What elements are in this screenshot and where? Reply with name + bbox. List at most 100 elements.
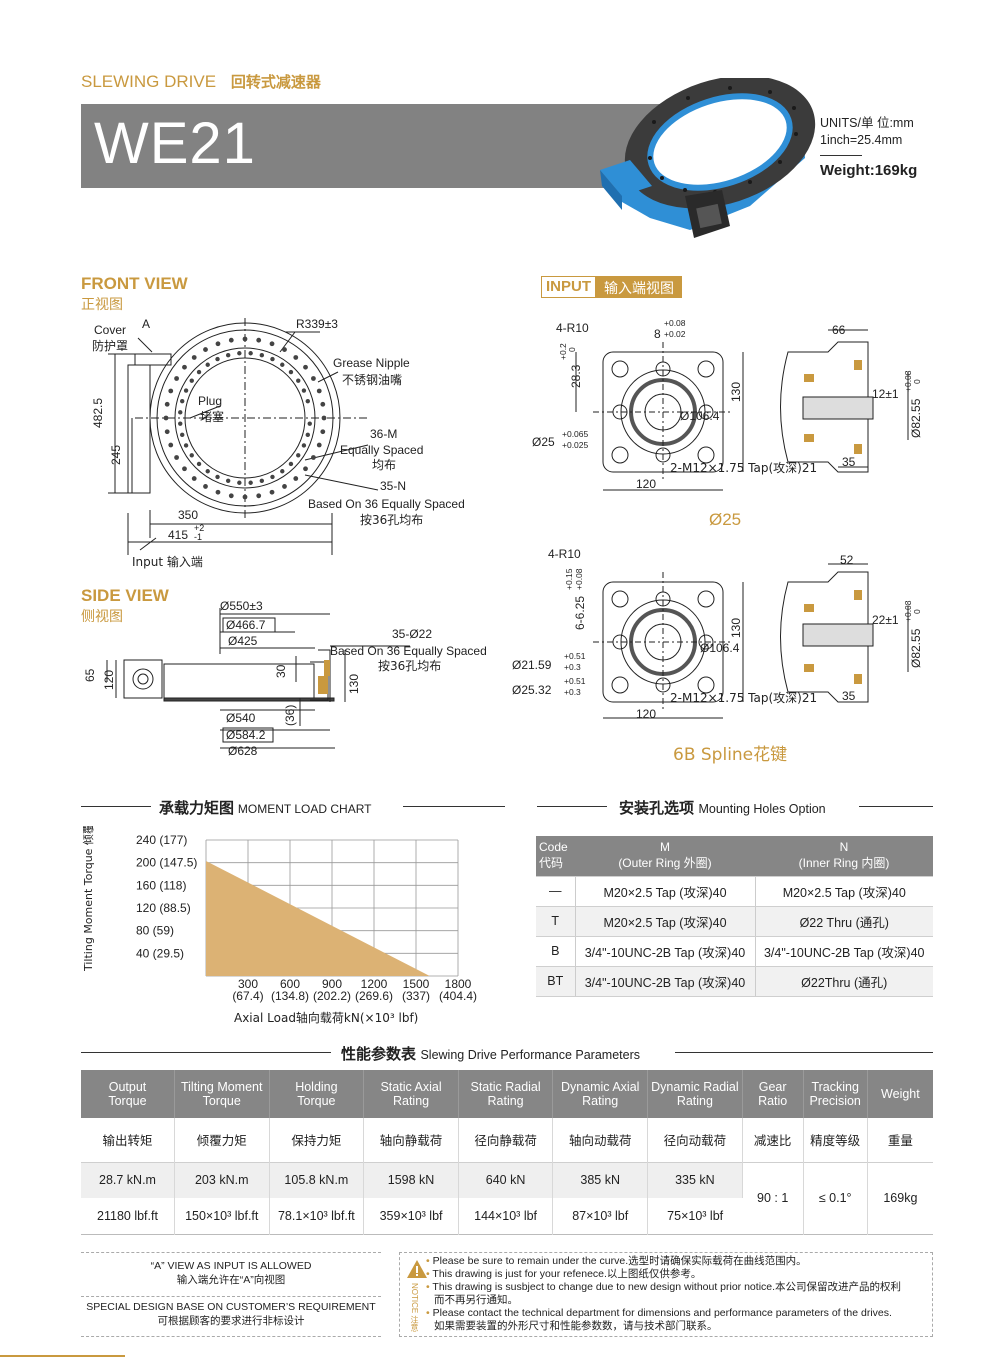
model-title: WE21 [94,111,256,176]
cover-label-cn: 防护罩 [92,338,128,353]
notice-item: • Please be sure to remain under the cur… [426,1255,807,1267]
chart-x-tick-alt: (67.4) [232,989,263,1003]
chart-x-tick-alt: (269.6) [355,989,393,1003]
s25-d25-up: +0.065 [562,429,589,439]
sp-d82-up: +0.08 [903,600,913,622]
inner-bolt-hole [215,356,220,362]
perf-header-en: Output Torque [81,1070,175,1118]
input-view-title-cn: 输入端视图 [596,276,682,298]
chart-x-tick-alt: (134.8) [271,989,309,1003]
perf-header-cn: 径向动载荷 [647,1118,743,1162]
notice-text: 而不再另行通知。 [434,1294,518,1306]
dim-415: 415 [168,528,188,542]
side-view-title: SIDE VIEW [81,586,169,605]
notice-item: 而不再另行通知。 [426,1294,901,1307]
based36-label: Based On 36 Equally Spaced [308,497,465,511]
inner-bolt-hole [259,478,265,483]
dim-d584: Ø584.2 [226,728,266,742]
inner-bolt-hole [205,469,210,474]
sp-h6-dn: +0.08 [574,568,584,590]
holes-col-n-label: N [839,840,849,855]
outer-bolt-hole [282,347,287,352]
chart-x-tick: 1800 [445,977,472,991]
inner-bolt-hole [196,369,202,375]
perf-value-imperial: 359×10³ lbf [363,1198,459,1234]
outer-bolt-hole [293,355,299,360]
sp-r4: 4-R10 [548,547,581,561]
hole-n: 3/4"-10UNC-2B Tap (攻深)40 [755,936,933,967]
outer-bolt-hole [182,466,187,472]
side-based-label: Based On 36 Equally Spaced [330,644,487,658]
s25-d82-dn: 0 [912,379,922,384]
outer-bolt-hole [256,493,262,499]
outer-bolt-hole [164,429,170,435]
chart-y-tick: 160 (118) [136,878,186,892]
dim-350: 350 [178,508,198,522]
n35-label: 35-N [380,479,406,493]
perf-value-metric: 385 kN [552,1162,649,1198]
s25-h28-dn: 0 [567,347,577,352]
inner-bolt-hole [280,469,285,474]
warning-icon [407,1260,427,1278]
perf-value-imperial: 144×10³ lbf [458,1198,554,1234]
hole-code: BT [536,966,575,997]
inch-label: 1inch=25.4mm [820,133,903,147]
inner-bolt-hole [270,356,275,362]
special-text: SPECIAL DESIGN BASE ON CUSTOMER’S REQUIR… [86,1301,376,1313]
dim-415-tol-dn: -1 [194,532,202,542]
outer-bolt-hole [282,484,287,489]
chart-x-tick: 600 [280,977,300,991]
notice-item: • This drawing is susbject to change due… [426,1281,902,1293]
inner-bolt-hole [280,362,285,367]
input-badge: INPUT [541,276,596,298]
hole-code: — [536,876,575,907]
a-view-text: “A” VIEW AS INPUT IS ALLOWED [150,1260,312,1272]
outer-bolt-hole [174,376,179,381]
outer-bolt-hole [203,347,208,352]
radius-label: R339±3 [296,317,338,331]
inner-bolt-hole [248,480,253,485]
hole-m: 3/4"-10UNC-2B Tap (攻深)40 [574,936,756,967]
outer-bolt-hole [242,336,248,342]
inner-bolt-hole [205,362,210,367]
units-divider [820,155,862,156]
chart-y-tick: 40 (29.5) [136,946,184,960]
perf-header-en: Holding Torque [269,1070,365,1118]
inner-bolt-hole [288,461,294,467]
notice-text: Please be sure to remain under the curve… [432,1255,807,1267]
inner-bolt-hole [196,461,202,467]
special-text-cn: 可根据顾客的要求进行非标设计 [157,1315,305,1327]
outer-bolt-hole [316,388,322,394]
perf-gear-header-cn: 减速比 [742,1118,804,1162]
inner-bolt-hole [189,453,194,458]
notice-item: 如果需要装置的外形尺寸和性能参数数，请与技术部门联系。 [426,1320,901,1333]
front-view-title: FRONT VIEW [81,274,188,293]
side-view-drawing: Ø550±3 Ø466.7 Ø425 35-Ø22 Based On 36 Eq… [83,599,487,758]
notice-text: Please contact the technical department … [432,1307,892,1319]
outer-bolt-hole [182,364,187,370]
dim-d425: Ø425 [228,634,258,648]
notice-item: • This drawing is just for your refenece… [426,1268,702,1280]
inner-bolt-hole [237,480,242,485]
based36-label-cn: 按36孔均布 [360,513,423,527]
perf-title-en: Slewing Drive Performance Parameters [420,1048,640,1062]
front-view-title-cn: 正视图 [81,296,123,312]
sp-tap: 2-M12×1.75 Tap(攻深)21 [670,691,817,705]
moment-title-en: MOMENT LOAD CHART [237,802,372,816]
perf-value-imperial: 150×10³ lbf.ft [174,1198,270,1234]
chart-y-tick: 80 (59) [136,924,174,938]
hole-n: Ø22 Thru (通孔) [755,906,933,937]
equally-label-cn: 均布 [372,458,396,472]
perf-value-metric: 640 kN [458,1162,554,1198]
inner-bolt-hole [259,353,265,358]
perf-gear-value: 90 : 1 [742,1162,804,1234]
dim-482: 482.5 [91,398,105,428]
sp-d82: Ø82.55 [909,628,923,668]
perf-value-imperial: 21180 lbf.ft [81,1198,175,1234]
dim-h30: 30 [274,664,288,678]
view-a-label: A [142,317,150,331]
perf-header-cn: 轴向静载荷 [363,1118,459,1162]
outer-bolt-hole [164,401,170,407]
category-en: SLEWING DRIVE [81,72,217,91]
